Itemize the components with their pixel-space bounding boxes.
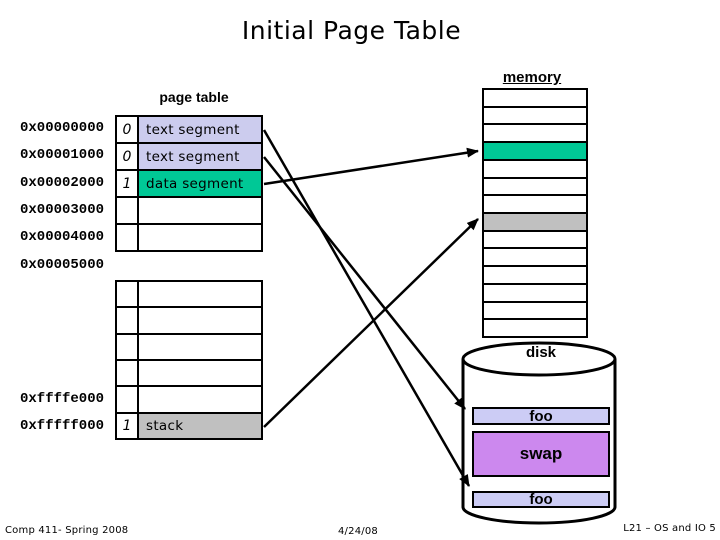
address-label: 0xffffe000 (19, 391, 104, 407)
segment-cell: data segment (139, 171, 261, 196)
resident-flag-cell (117, 198, 139, 223)
segment-cell (139, 225, 261, 250)
memory-page-row (484, 143, 586, 161)
segment-cell: text segment (139, 117, 261, 142)
resident-flag-cell (117, 308, 139, 333)
address-label: 0x00002000 (19, 175, 104, 191)
memory-page-row (484, 214, 586, 232)
disk-file-foo-bottom-label: foo (529, 491, 553, 508)
address-label: 0x00004000 (19, 229, 104, 245)
disk-swap-area: swap (472, 431, 610, 477)
segment-cell (139, 308, 261, 332)
segment-cell: stack (139, 413, 261, 438)
page-table-row (117, 360, 261, 388)
memory-page-row (484, 303, 586, 321)
page-table-label: page table (159, 89, 229, 105)
page-table-row (117, 334, 261, 361)
page-table-row (117, 225, 261, 250)
disk-file-foo-top-label: foo (529, 407, 553, 425)
page-table-row (117, 198, 261, 225)
segment-cell: text segment (139, 144, 261, 169)
address-label: 0x00003000 (19, 202, 104, 218)
segment-cell (139, 198, 261, 223)
memory-page-row (484, 267, 586, 285)
disk-label: disk (525, 344, 556, 361)
resident-flag-cell (117, 360, 139, 386)
disk-file-foo-bottom: foo (472, 491, 610, 508)
arrow-stack-to-memory-gray-page (263, 218, 479, 428)
segment-cell (139, 282, 261, 306)
segment-cell (139, 387, 261, 411)
resident-flag-cell (117, 387, 139, 412)
address-label: 0x00005000 (19, 257, 104, 273)
resident-flag-cell (117, 225, 139, 250)
memory-page-row (484, 320, 586, 336)
resident-flag-cell: 1 (117, 413, 139, 438)
arrow-text-segment-2-to-disk-foo-top (263, 156, 466, 410)
page-table-row (117, 387, 261, 414)
memory-page-row (484, 196, 586, 215)
memory-page-row (484, 179, 586, 197)
segment-cell (139, 335, 261, 359)
address-label: 0xfffff000 (19, 418, 104, 434)
memory-page-row (484, 161, 586, 179)
memory-page-row (484, 90, 586, 108)
page-table-row (117, 308, 261, 335)
memory-page-row (484, 285, 586, 303)
memory-page-row (484, 108, 586, 126)
arrow-data-segment-to-memory-green-page (263, 147, 479, 186)
disk-file-foo-top: foo (472, 407, 610, 425)
resident-flag-cell: 0 (117, 144, 139, 169)
memory-page-row (484, 232, 586, 250)
page-title: Initial Page Table (241, 16, 462, 45)
memory-label: memory (502, 69, 562, 86)
address-label: 0x00000000 (19, 120, 104, 136)
arrow-text-segment-1-to-disk-foo-bottom (262, 129, 471, 487)
disk-swap-label: swap (519, 444, 563, 463)
memory-page-row (484, 125, 586, 144)
page-table-row (117, 282, 261, 309)
resident-flag-cell (117, 282, 139, 307)
resident-flag-cell: 1 (117, 171, 139, 196)
address-label: 0x00001000 (19, 147, 104, 163)
segment-cell (139, 361, 261, 385)
memory-box (482, 88, 588, 338)
resident-flag-cell: 0 (117, 117, 139, 142)
memory-page-row (484, 249, 586, 268)
resident-flag-cell (117, 334, 139, 359)
footer-course: Comp 411- Spring 2008 (5, 525, 129, 536)
footer-date: 4/24/08 (338, 526, 378, 537)
footer-slide-number: L21 – OS and IO 5 (623, 523, 716, 534)
